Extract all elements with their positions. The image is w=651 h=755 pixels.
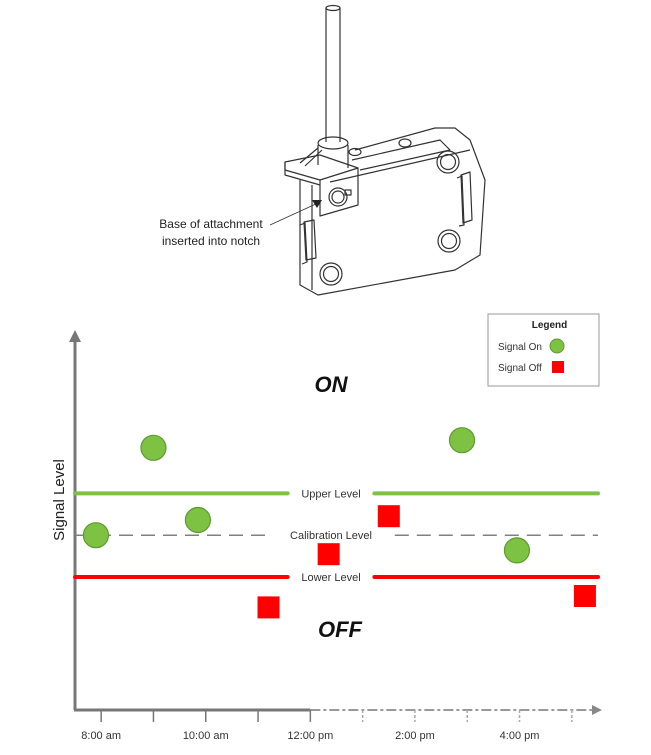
signal-level-chart: 8:00 am 10:00 am 12:00 pm 2:00 pm 4:00 pm Up… [51, 313, 602, 742]
legend-circle-icon [549, 338, 565, 354]
threshold-label: Upper Level [301, 488, 360, 500]
callout-line-1: Base of attachment [159, 217, 263, 231]
series-signal-on [82, 427, 531, 564]
callout-leader-line [269, 202, 319, 226]
attachment-block [284, 136, 359, 217]
y-axis-label: Signal Level [51, 459, 68, 541]
callout-arrowhead [312, 200, 322, 208]
x-tick-label: 8:00 am [81, 730, 121, 742]
callout-label: Base of attachment inserted into notch [150, 216, 272, 250]
x-tick-label: 12:00 pm [287, 730, 333, 742]
signal-on-point [448, 427, 476, 454]
threshold-label: Calibration Level [290, 530, 372, 542]
signal-on-point [82, 522, 110, 549]
signal-off-point [573, 585, 596, 607]
threshold-label: Lower Level [301, 572, 360, 584]
legend-title: Legend [532, 320, 568, 331]
y-axis-arrow-icon [69, 330, 81, 342]
signal-on-point [140, 434, 167, 461]
x-tick-label: 10:00 am [183, 730, 229, 742]
threshold-upper-level: Upper Level [73, 488, 600, 500]
threshold-lower-level: Lower Level [73, 572, 600, 584]
signal-off-point [317, 543, 340, 566]
legend-box [487, 313, 600, 387]
x-tick-label: 4:00 pm [500, 730, 540, 742]
sensor-device-illustration [269, 4, 486, 296]
x-axis-arrow-icon [592, 705, 602, 715]
region-label-off: OFF [318, 617, 363, 642]
callout-line-2: inserted into notch [161, 234, 261, 248]
signal-on-point [184, 506, 212, 534]
legend-entry-label: Signal On [498, 342, 542, 353]
signal-off-point [257, 596, 280, 619]
legend-square-icon [552, 361, 564, 373]
signal-on-point [503, 537, 531, 564]
x-tick-label: 2:00 pm [395, 730, 435, 742]
region-label-on: ON [315, 372, 349, 397]
legend-entry-label: Signal Off [498, 363, 542, 374]
series-signal-off [257, 505, 596, 619]
sensor-body [299, 127, 486, 296]
signal-off-point [377, 505, 400, 528]
attachment-rod [325, 4, 341, 142]
